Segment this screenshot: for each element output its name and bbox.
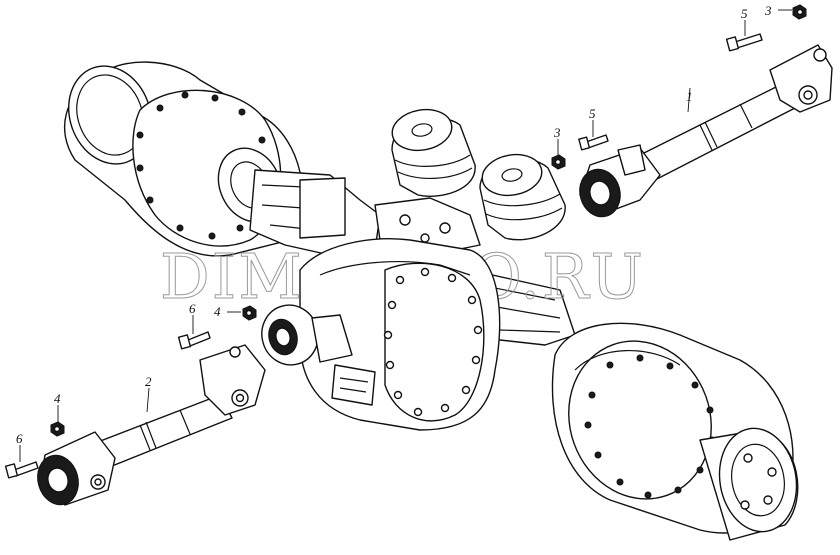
right-wheel-hub: [551, 322, 799, 541]
callout-6-mid: 6: [189, 301, 196, 316]
callout-leaders: [19, 9, 792, 462]
brake-chamber-left: [391, 108, 476, 197]
callout-3-mid: 3: [553, 125, 561, 140]
bolt-5-top: [725, 33, 763, 52]
callout-5-mid: 5: [589, 106, 596, 121]
nut-3-mid: [551, 154, 566, 170]
driveshaft-2: [37, 344, 266, 506]
callout-labels: 1 2 3 3 4 4 5 5 6 6: [16, 3, 772, 446]
brake-chamber-right: [479, 153, 566, 241]
nut-4-bottom: [50, 421, 65, 437]
nut-3-top: [792, 4, 807, 20]
callout-3-top: 3: [764, 3, 772, 18]
callout-4-mid: 4: [214, 304, 221, 319]
bolt-5-mid: [578, 134, 609, 151]
callout-4-bottom: 4: [54, 391, 61, 406]
housing-bolts: [383, 267, 483, 417]
callout-2: 2: [145, 374, 152, 389]
driveshaft-1: [579, 44, 833, 218]
nut-4-mid: [242, 305, 257, 321]
callout-1: 1: [686, 89, 693, 104]
callout-6-bottom: 6: [16, 431, 23, 446]
bolt-6-mid: [177, 331, 211, 350]
bolt-6-bottom: [4, 461, 39, 479]
callout-5-top: 5: [741, 6, 748, 21]
left-wheel-hub: [63, 61, 303, 257]
differential-housing: [261, 238, 501, 431]
axle-housing: [249, 169, 576, 346]
nameplate: [331, 364, 376, 406]
